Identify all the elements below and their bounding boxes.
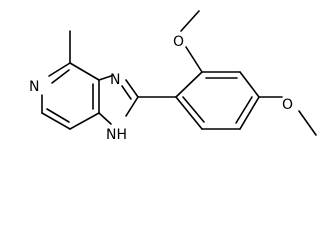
bond-n5-c4-inner — [51, 69, 70, 84]
para-oxygen-label: O — [282, 97, 293, 113]
bond-ortho-o — [185, 46, 203, 73]
ortho-oxygen-label: O — [173, 34, 184, 50]
bond-ortho-o-methyl — [180, 10, 200, 32]
bond-c4-c3a — [69, 62, 100, 81]
chemical-structure: N N NH O O — [29, 10, 317, 143]
bond-n3-c2 — [125, 79, 139, 98]
bond-c7-c6 — [41, 112, 71, 130]
imidazole-nh-label: NH — [106, 127, 127, 143]
bond-c1-c2 — [175, 71, 203, 98]
bond-c4-c5 — [239, 96, 260, 130]
bond-n1-c7a — [98, 112, 112, 125]
pyridine-ring — [41, 62, 100, 130]
bond-n5-c4 — [48, 62, 71, 77]
bond-c3-c4 — [239, 71, 260, 98]
bond-c2-n1 — [125, 96, 139, 117]
bond-c7-c6-inner — [46, 108, 70, 123]
bond-c6-c1 — [175, 96, 203, 130]
imidazole-ring — [98, 75, 139, 125]
pyridine-nitrogen-label: N — [29, 79, 39, 95]
bond-c6-c1-inner — [182, 96, 205, 123]
bond-c3a-n3 — [98, 75, 112, 81]
bond-c4-c5-inner — [235, 96, 253, 124]
bond-para-o-methyl — [298, 110, 317, 136]
phenyl-ring — [175, 71, 260, 130]
imidazole-nitrogen-label: N — [110, 72, 120, 88]
bond-n3-c2-inner — [121, 85, 132, 100]
bond-c7a-c7 — [69, 112, 100, 130]
